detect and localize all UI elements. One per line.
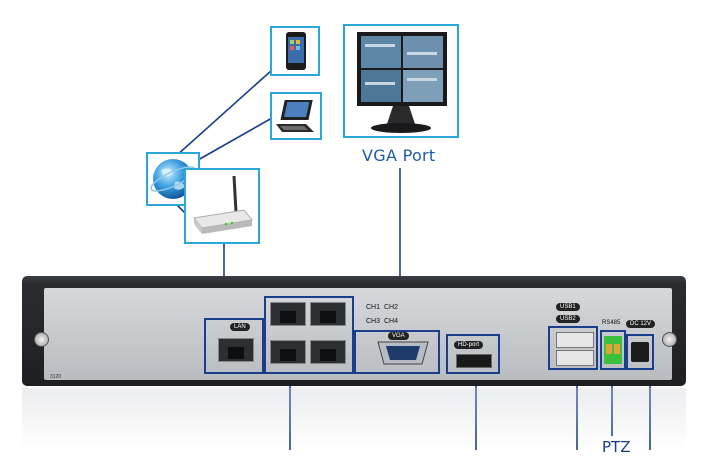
rs485-highlight bbox=[600, 330, 626, 370]
usb1-port bbox=[556, 332, 594, 348]
usb2-label: USB2 bbox=[556, 315, 580, 323]
vga-port-callout: VGA Port bbox=[362, 146, 436, 165]
vga-label: VGA bbox=[388, 332, 409, 340]
ch3-label: CH3 bbox=[366, 318, 381, 325]
dc-power-highlight bbox=[626, 334, 654, 370]
router-frame bbox=[184, 168, 260, 244]
rs485-terminal-icon bbox=[604, 336, 622, 364]
ch1-label: CH1 bbox=[366, 304, 381, 311]
hd-port-label: HD-port bbox=[454, 341, 484, 349]
ch4-label: CH4 bbox=[384, 318, 399, 325]
rs485-pin-a bbox=[606, 344, 612, 354]
router-icon bbox=[193, 175, 253, 234]
screw-left-icon bbox=[34, 332, 49, 347]
lan-port-highlight bbox=[204, 318, 264, 374]
floor-reflection bbox=[22, 388, 686, 450]
rs485-pin-b bbox=[614, 344, 620, 354]
ch1-port bbox=[270, 302, 306, 326]
laptop-icon bbox=[276, 100, 314, 132]
vga-port-highlight bbox=[354, 330, 440, 374]
lan-port bbox=[218, 338, 254, 362]
usb-ports-highlight bbox=[548, 326, 598, 370]
usb2-port bbox=[556, 350, 594, 366]
ch2-port bbox=[310, 302, 346, 326]
lan-label: LAN bbox=[230, 323, 250, 331]
monitor-frame bbox=[343, 24, 459, 138]
ch3-port bbox=[270, 340, 306, 364]
monitor-icon bbox=[357, 32, 447, 133]
dc-label: DC 12V bbox=[626, 320, 656, 328]
ptz-callout: PTZ bbox=[602, 438, 631, 456]
hd-port-highlight bbox=[446, 334, 500, 374]
ch4-port bbox=[310, 340, 346, 364]
panel-code: 3120 bbox=[50, 374, 62, 380]
screw-right-icon bbox=[662, 332, 677, 347]
camera-ports-highlight bbox=[264, 296, 354, 374]
dc-jack-icon bbox=[631, 342, 649, 362]
rs485-label: RS485 bbox=[602, 320, 621, 326]
smartphone-icon bbox=[286, 32, 306, 70]
ch2-label: CH2 bbox=[384, 304, 399, 311]
usb1-label: USB1 bbox=[556, 303, 580, 311]
vga-connector-icon bbox=[377, 341, 429, 365]
hdmi-connector-icon bbox=[456, 354, 492, 368]
smartphone-frame bbox=[270, 26, 320, 76]
laptop-frame bbox=[270, 92, 322, 140]
